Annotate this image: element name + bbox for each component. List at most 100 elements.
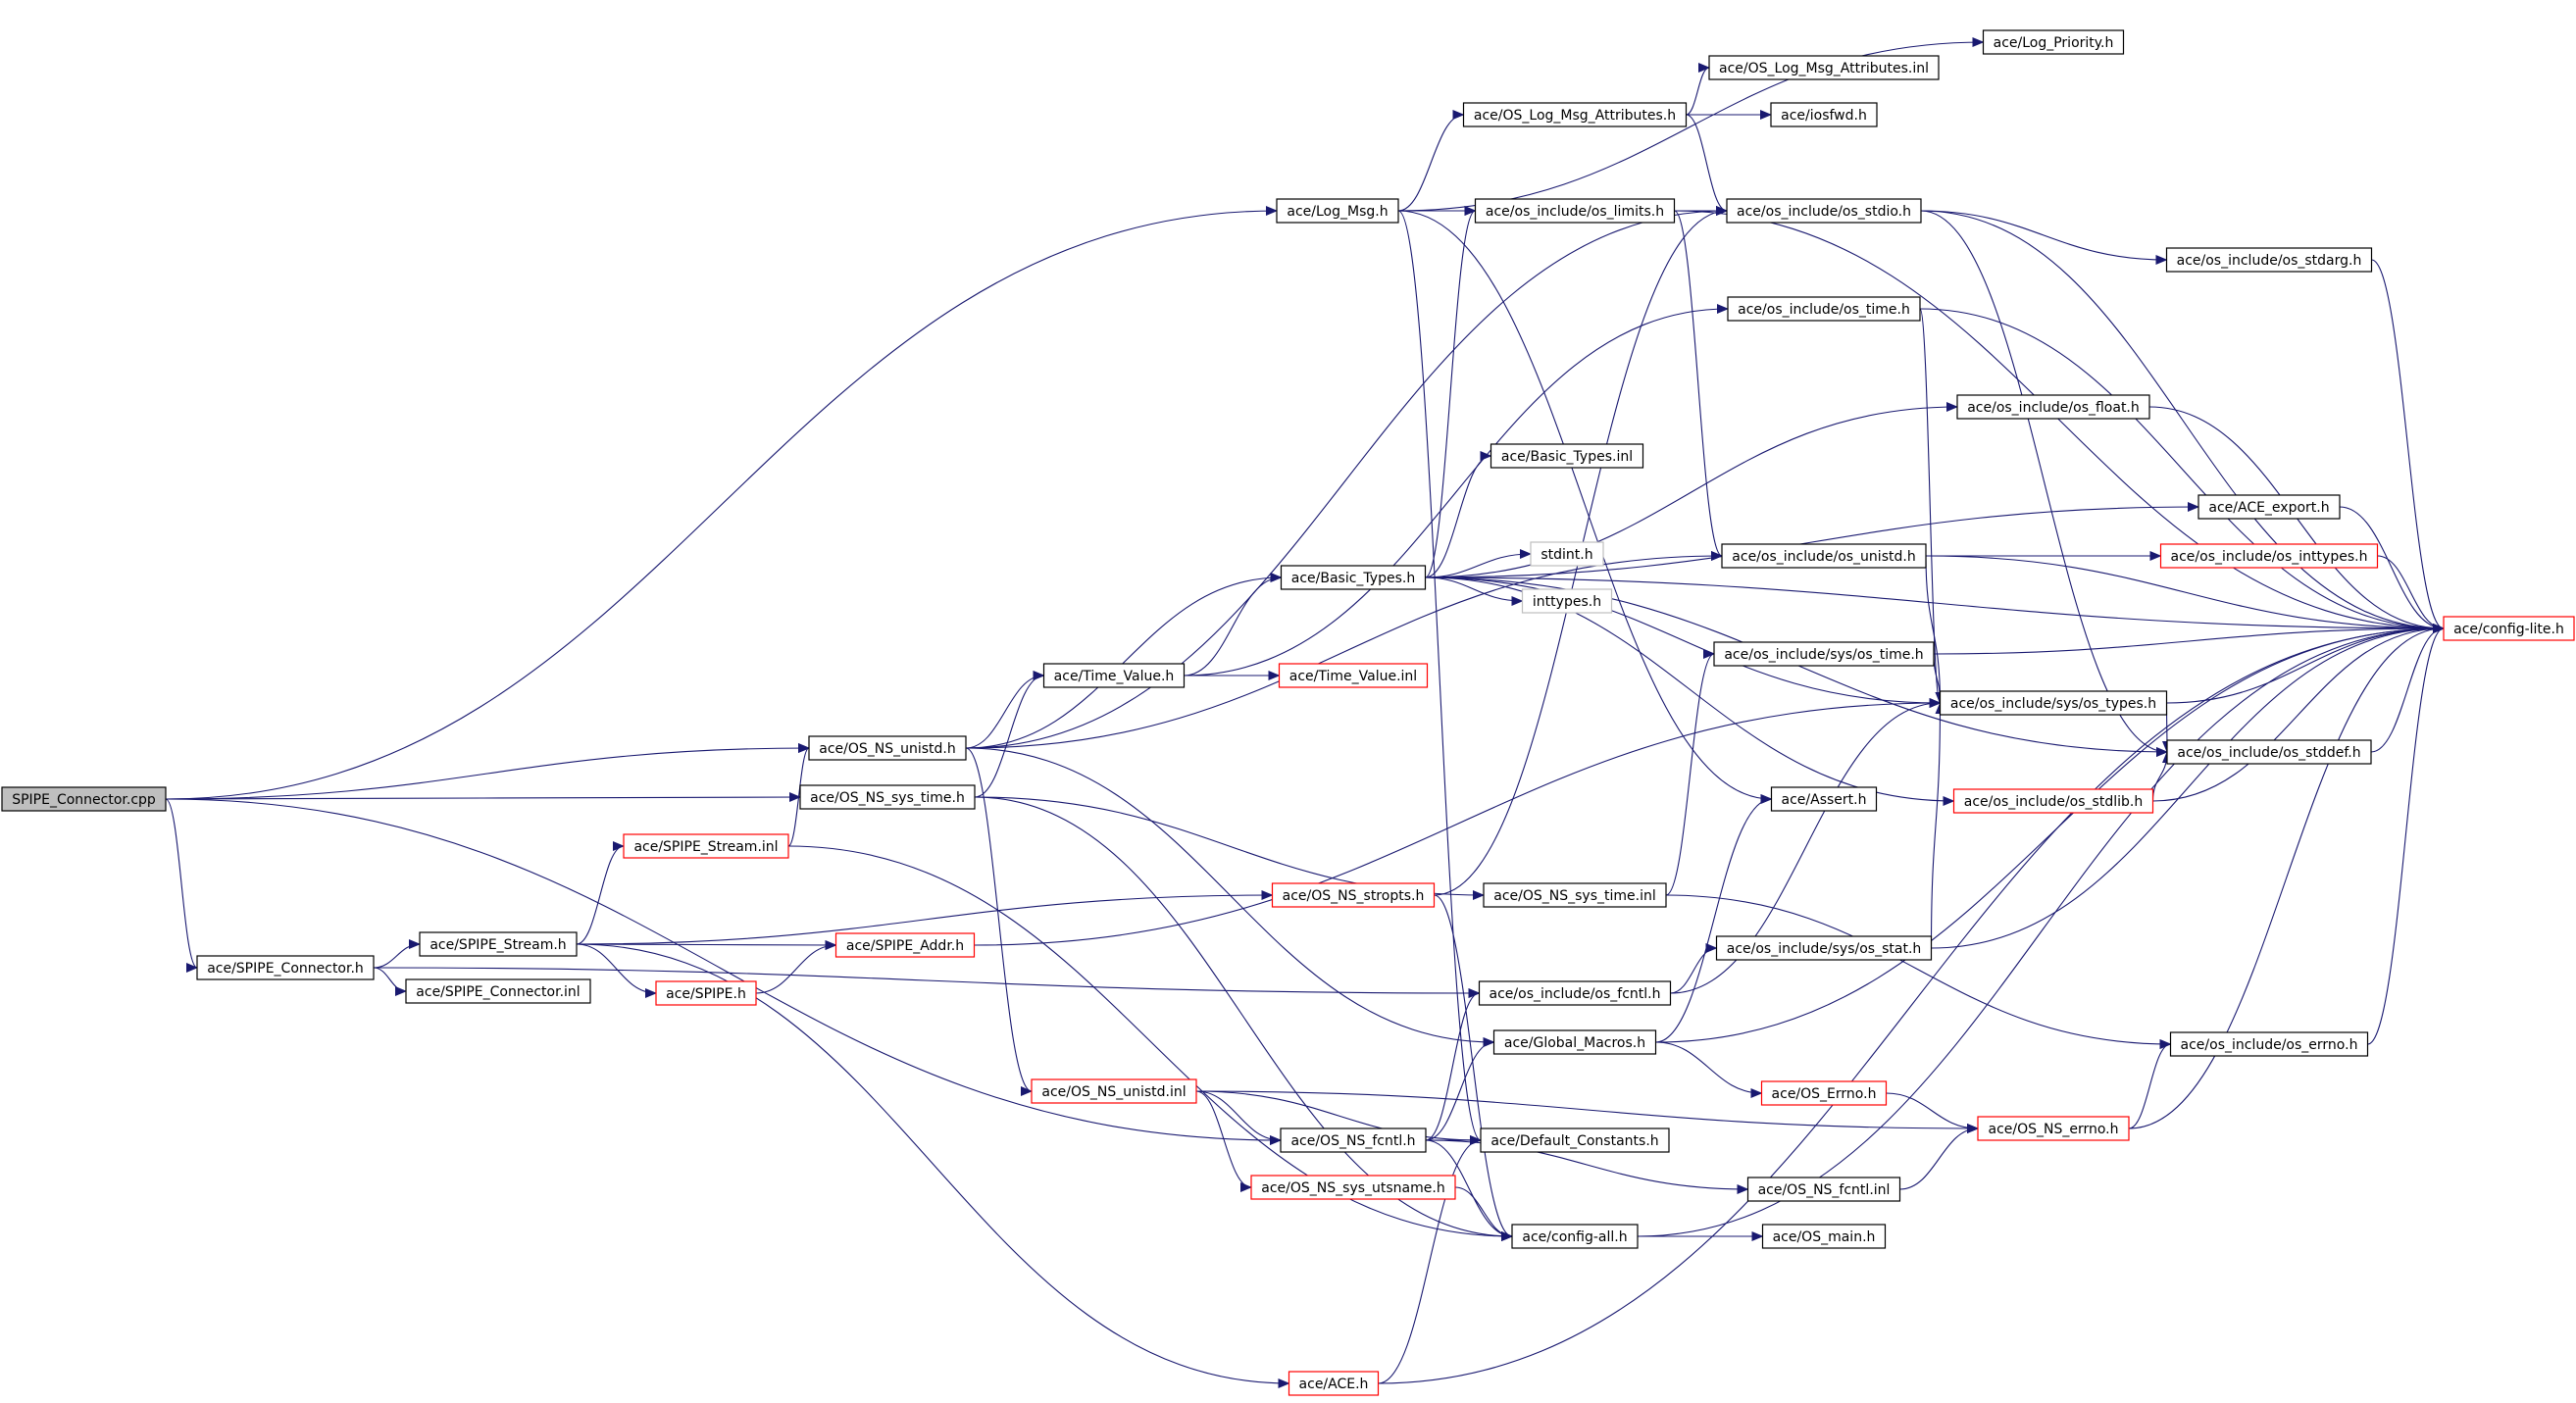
- node-box: [1982, 29, 2125, 55]
- graph-node-sys-os-types-h[interactable]: ace/os_include/sys/os_types.h: [1939, 690, 2168, 716]
- graph-node-basic-types-h[interactable]: ace/Basic_Types.h: [1280, 565, 1427, 590]
- graph-node-os-errno-h[interactable]: ace/os_include/os_errno.h: [2169, 1031, 2369, 1057]
- node-label: ace/OS_Log_Msg_Attributes.inl: [1719, 61, 1929, 76]
- graph-node-spipe-stream-inl[interactable]: ace/SPIPE_Stream.inl: [623, 833, 789, 859]
- node-box: [2165, 247, 2373, 273]
- graph-node-spipe-addr-h[interactable]: ace/SPIPE_Addr.h: [834, 932, 976, 958]
- graph-node-global-macros-h[interactable]: ace/Global_Macros.h: [1492, 1029, 1657, 1055]
- graph-node-os-stdlib-h[interactable]: ace/os_include/os_stdlib.h: [1952, 788, 2154, 814]
- graph-node-os-ns-sys-time-h[interactable]: ace/OS_NS_sys_time.h: [799, 784, 976, 810]
- graph-node-sys-os-stat-h[interactable]: ace/os_include/sys/os_stat.h: [1715, 935, 1933, 961]
- edge-os-ns-fcntl-h-to-global-macros-h: [1425, 1037, 1495, 1141]
- graph-node-iosfwd-h[interactable]: ace/iosfwd.h: [1770, 102, 1878, 127]
- node-label: ace/Default_Constants.h: [1490, 1133, 1658, 1149]
- graph-node-assert-h[interactable]: ace/Assert.h: [1770, 786, 1878, 812]
- node-box: [1288, 1371, 1380, 1396]
- graph-node-ace-export-h[interactable]: ace/ACE_export.h: [2197, 494, 2341, 520]
- node-label: ace/os_include/os_stdarg.h: [2177, 253, 2362, 269]
- graph-node-os-ns-fcntl-h[interactable]: ace/OS_NS_fcntl.h: [1280, 1127, 1427, 1153]
- graph-node-os-fcntl-h[interactable]: ace/os_include/os_fcntl.h: [1478, 980, 1672, 1006]
- edge-os-stdio-h-to-config-lite-h: [1920, 210, 2445, 633]
- node-box: [2166, 739, 2372, 765]
- graph-node-log-priority-h[interactable]: ace/Log_Priority.h: [1982, 29, 2125, 55]
- graph-node-os-stdarg-h[interactable]: ace/os_include/os_stdarg.h: [2165, 247, 2373, 273]
- graph-node-spipe-h[interactable]: ace/SPIPE.h: [655, 980, 757, 1006]
- graph-node-default-constants-h[interactable]: ace/Default_Constants.h: [1480, 1127, 1670, 1153]
- node-box: [2159, 543, 2379, 569]
- edge-os-ns-unistd-h-to-time-value-h: [965, 671, 1045, 749]
- node-box: [808, 735, 967, 761]
- graph-node-inttypes-h[interactable]: inttypes.h: [1521, 588, 1613, 614]
- graph-node-os-ns-stropts-h[interactable]: ace/OS_NS_stropts.h: [1271, 882, 1436, 908]
- graph-node-time-value-h[interactable]: ace/Time_Value.h: [1042, 663, 1186, 688]
- edge-time-value-h-to-os-time-h: [1184, 304, 1729, 676]
- graph-node-os-limits-h[interactable]: ace/os_include/os_limits.h: [1474, 198, 1676, 224]
- graph-node-stdint-h[interactable]: stdint.h: [1530, 541, 1604, 567]
- edge-os-fcntl-h-to-sys-os-stat-h: [1670, 943, 1718, 994]
- graph-node-os-ns-sys-utsname-h[interactable]: ace/OS_NS_sys_utsname.h: [1250, 1175, 1456, 1200]
- graph-node-os-log-msg-attr-h[interactable]: ace/OS_Log_Msg_Attributes.h: [1462, 102, 1688, 127]
- node-box: [1511, 1224, 1639, 1249]
- node-label: ace/config-lite.h: [2453, 622, 2564, 637]
- graph-node-log-msg-h[interactable]: ace/Log_Msg.h: [1276, 198, 1399, 224]
- graph-node-os-time-h[interactable]: ace/os_include/os_time.h: [1727, 296, 1921, 322]
- graph-node-os-ns-unistd-inl[interactable]: ace/OS_NS_unistd.inl: [1031, 1078, 1197, 1104]
- node-label: ace/Basic_Types.inl: [1501, 449, 1633, 465]
- edge-os-log-msg-attr-h-to-os-stdio-h: [1686, 114, 1728, 216]
- graph-node-basic-types-inl[interactable]: ace/Basic_Types.inl: [1490, 443, 1644, 469]
- edge-os-ns-sys-time-inl-to-os-errno-h: [1665, 894, 2172, 1049]
- edge-os-ns-sys-utsname-h-to-config-all-h: [1454, 1186, 1513, 1241]
- edge-sys-os-stat-h-to-config-lite-h: [1931, 624, 2445, 949]
- edge-os-ns-fcntl-h-to-os-fcntl-h: [1425, 988, 1481, 1141]
- node-box: [1726, 198, 1922, 224]
- node-box: [2169, 1031, 2369, 1057]
- node-box: [405, 978, 591, 1004]
- graph-node-root[interactable]: SPIPE_Connector.cpp: [1, 786, 167, 812]
- node-box: [1276, 198, 1399, 224]
- graph-node-ace-h[interactable]: ace/ACE.h: [1288, 1371, 1380, 1396]
- graph-node-os-unistd-h[interactable]: ace/os_include/os_unistd.h: [1721, 543, 1927, 569]
- node-label: ace/SPIPE_Stream.h: [429, 937, 566, 953]
- edge-spipe-connector-h-to-os-fcntl-h: [373, 967, 1481, 998]
- graph-node-spipe-connector-h[interactable]: ace/SPIPE_Connector.h: [196, 955, 375, 980]
- node-box: [1727, 296, 1921, 322]
- edge-ace-export-h-to-config-lite-h: [2339, 506, 2445, 633]
- graph-node-os-stddef-h[interactable]: ace/os_include/os_stddef.h: [2166, 739, 2372, 765]
- graph-node-os-main-h[interactable]: ace/OS_main.h: [1761, 1224, 1887, 1249]
- node-label: ace/iosfwd.h: [1781, 108, 1867, 124]
- edge-spipe-stream-h-to-ace-h: [576, 943, 1290, 1388]
- graph-node-os-ns-errno-h[interactable]: ace/OS_NS_errno.h: [1977, 1116, 2130, 1141]
- node-label: ace/Log_Priority.h: [1994, 35, 2114, 51]
- edge-os-ns-sys-time-h-to-config-all-h: [974, 796, 1513, 1241]
- node-box: [1042, 663, 1186, 688]
- graph-node-os-inttypes-h[interactable]: ace/os_include/os_inttypes.h: [2159, 543, 2379, 569]
- edge-os-log-msg-attr-h-to-os-log-msg-attr-inl: [1686, 63, 1710, 116]
- edge-log-msg-h-to-assert-h: [1397, 210, 1773, 804]
- edge-os-ns-errno-h-to-config-lite-h: [2128, 624, 2445, 1129]
- graph-node-config-all-h[interactable]: ace/config-all.h: [1511, 1224, 1639, 1249]
- graph-node-os-ns-sys-time-inl[interactable]: ace/OS_NS_sys_time.inl: [1483, 882, 1667, 908]
- graph-node-os-stdio-h[interactable]: ace/os_include/os_stdio.h: [1726, 198, 1922, 224]
- node-label: ace/SPIPE_Addr.h: [846, 938, 964, 954]
- edge-sys-os-time-h-to-config-lite-h: [1933, 624, 2445, 655]
- graph-node-config-lite-h[interactable]: ace/config-lite.h: [2443, 616, 2575, 641]
- graph-node-sys-os-time-h[interactable]: ace/os_include/sys/os_time.h: [1713, 641, 1935, 667]
- graph-node-os-float-h[interactable]: ace/os_include/os_float.h: [1956, 394, 2150, 420]
- node-label: ace/os_include/os_fcntl.h: [1490, 986, 1661, 1002]
- graph-node-time-value-inl[interactable]: ace/Time_Value.inl: [1278, 663, 1429, 688]
- node-label: ace/os_include/os_errno.h: [2181, 1037, 2358, 1053]
- node-label: ace/OS_NS_fcntl.h: [1290, 1133, 1415, 1149]
- node-box: [1462, 102, 1688, 127]
- edge-os-ns-sys-time-inl-to-sys-os-time-h: [1665, 649, 1715, 896]
- node-box: [2443, 616, 2575, 641]
- graph-node-os-log-msg-attr-inl[interactable]: ace/OS_Log_Msg_Attributes.inl: [1708, 55, 1940, 80]
- graph-node-spipe-connector-inl[interactable]: ace/SPIPE_Connector.inl: [405, 978, 591, 1004]
- node-label: ace/config-all.h: [1522, 1229, 1627, 1245]
- graph-node-spipe-stream-h[interactable]: ace/SPIPE_Stream.h: [419, 931, 578, 957]
- graph-node-os-ns-fcntl-inl[interactable]: ace/OS_NS_fcntl.inl: [1746, 1177, 1901, 1202]
- graph-node-os-errno-ace[interactable]: ace/OS_Errno.h: [1760, 1080, 1888, 1106]
- node-label: ace/OS_main.h: [1773, 1229, 1876, 1245]
- node-label: ace/OS_Errno.h: [1772, 1086, 1877, 1102]
- node-box: [1478, 980, 1672, 1006]
- graph-node-os-ns-unistd-h[interactable]: ace/OS_NS_unistd.h: [808, 735, 967, 761]
